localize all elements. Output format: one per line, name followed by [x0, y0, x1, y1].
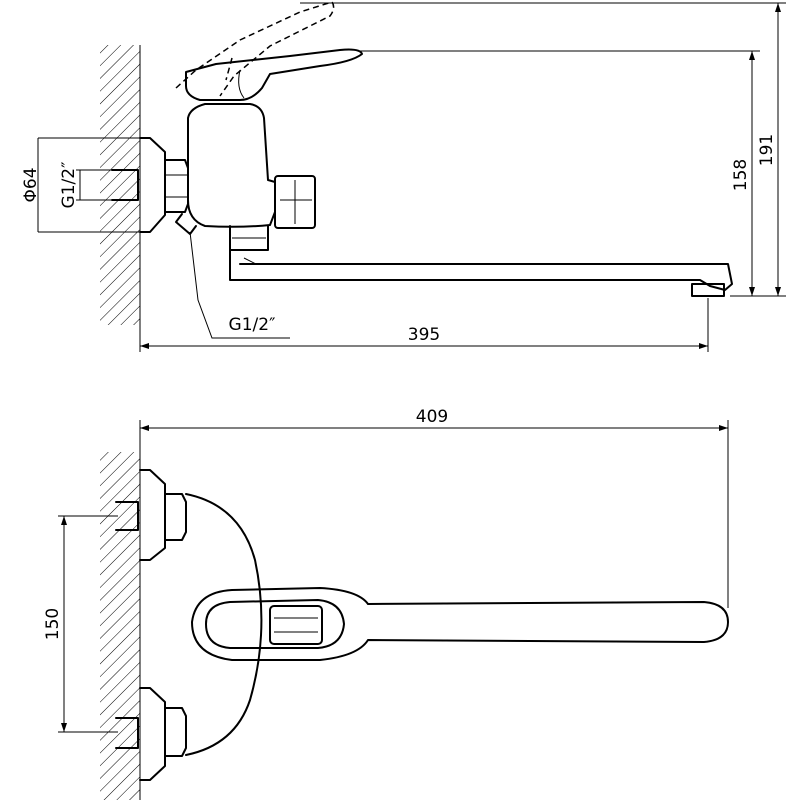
handle-loop [191, 587, 729, 661]
top-view: 409 150 [43, 407, 729, 800]
wall-hatch-side [100, 45, 140, 325]
spout [229, 249, 733, 291]
lever-handle [185, 48, 363, 101]
side-view: 158 191 395 Φ64 G1/2″ G1/2″ [21, 1, 786, 352]
aerator [691, 283, 725, 297]
shower-outlet [175, 213, 197, 235]
escutcheon [139, 137, 166, 233]
diverter-knob [274, 175, 316, 229]
dim-158-label: 158 [731, 159, 751, 191]
dim-64-label: Φ64 [21, 167, 41, 202]
dim-409-label: 409 [416, 407, 448, 427]
mixer-body [187, 103, 276, 228]
dim-150-label: 150 [43, 608, 63, 640]
dim-191-label: 191 [757, 134, 777, 166]
thread-label-bottom: G1/2″ [229, 315, 276, 335]
wall-hatch-top [100, 452, 140, 800]
thread-label-top: G1/2″ [59, 162, 79, 209]
lever-handle-raised [175, 1, 335, 97]
hex-nut [164, 159, 189, 213]
body-top-outline [185, 493, 263, 756]
handle-cartridge [269, 605, 323, 645]
dim-395-label: 395 [408, 325, 440, 345]
